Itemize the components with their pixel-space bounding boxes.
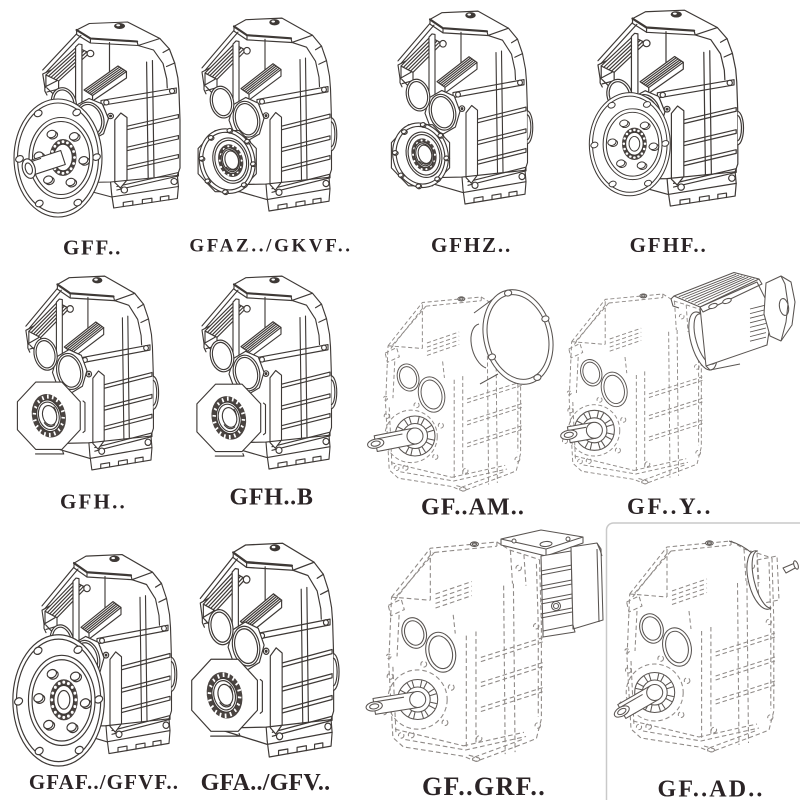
- svg-text:GFH..B: GFH..B: [229, 485, 313, 511]
- svg-text:GF..AM..: GF..AM..: [421, 494, 525, 520]
- svg-text:GFAF../GFVF..: GFAF../GFVF..: [29, 770, 179, 794]
- svg-text:GFA../GFV..: GFA../GFV..: [201, 770, 331, 796]
- svg-text:GFAZ../GKVF..: GFAZ../GKVF..: [189, 236, 352, 257]
- svg-text:GF..AD..: GF..AD..: [658, 776, 765, 800]
- svg-text:GF..Y..: GF..Y..: [627, 494, 713, 519]
- svg-text:GF..GRF..: GF..GRF..: [422, 772, 546, 800]
- svg-text:GFH..: GFH..: [60, 489, 127, 513]
- svg-text:GFHZ..: GFHZ..: [431, 233, 512, 257]
- svg-text:GFHF..: GFHF..: [630, 233, 708, 257]
- svg-text:GFF..: GFF..: [63, 236, 122, 260]
